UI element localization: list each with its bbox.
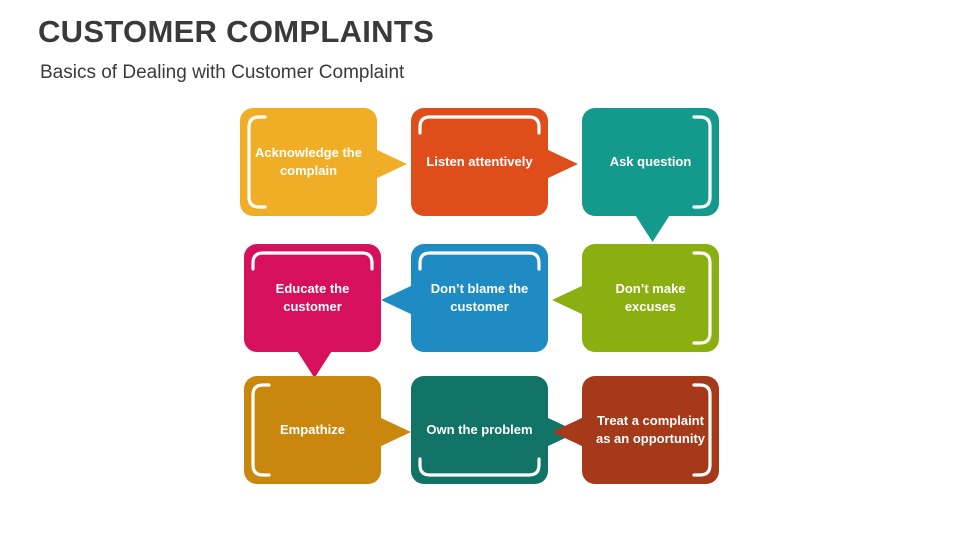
step-2-box <box>411 108 548 216</box>
step-9-shape <box>552 376 719 484</box>
step-8-label: Own the problem <box>426 422 533 437</box>
step-5-bracket <box>418 251 541 271</box>
step-9-pointer <box>552 417 584 447</box>
step-9-label: Treat a complaint as an opportunity <box>595 413 706 446</box>
step-8-bracket <box>418 457 541 477</box>
step-2-pointer <box>546 149 578 179</box>
step-3-box <box>582 108 719 216</box>
step-3-bracket <box>692 115 712 209</box>
step-4-bracket <box>692 251 712 345</box>
step-7-bracket <box>251 383 271 477</box>
step-7-pointer <box>379 417 411 447</box>
step-9-box <box>582 376 719 484</box>
step-5-pointer <box>381 285 413 315</box>
step-6-pointer <box>296 350 333 378</box>
step-4-shape <box>552 244 719 352</box>
step-4-box <box>582 244 719 352</box>
page-subtitle: Basics of Dealing with Customer Complain… <box>40 62 405 83</box>
page-title: CUSTOMER COMPLAINTS <box>38 14 435 49</box>
step-1-label: Acknowledge the complain <box>255 145 362 178</box>
step-7-label: Empathize <box>279 422 345 437</box>
step-1-bracket <box>247 115 267 209</box>
step-7-shape <box>244 376 411 484</box>
step-6-label: Educate the customer <box>275 281 350 314</box>
step-2-shape <box>411 108 578 216</box>
step-5-label: Don’t blame the customer <box>430 281 529 314</box>
step-8-box <box>411 376 548 484</box>
step-9-bracket <box>692 383 712 477</box>
step-2-bracket <box>418 115 541 135</box>
step-1-pointer <box>375 149 407 179</box>
step-2-label: Listen attentively <box>426 154 533 169</box>
step-1-box <box>240 108 377 216</box>
step-6-box <box>244 244 381 352</box>
step-1-shape <box>240 108 407 216</box>
step-7-box <box>244 376 381 484</box>
step-5-shape <box>381 244 548 352</box>
step-3-pointer <box>634 214 671 242</box>
step-5-box <box>411 244 548 352</box>
step-4-label: Don’t make excuses <box>615 281 686 314</box>
step-3-shape <box>582 108 719 242</box>
step-3-label: Ask question <box>609 154 692 169</box>
step-4-pointer <box>552 285 584 315</box>
step-6-shape <box>244 244 381 378</box>
step-6-bracket <box>251 251 374 271</box>
